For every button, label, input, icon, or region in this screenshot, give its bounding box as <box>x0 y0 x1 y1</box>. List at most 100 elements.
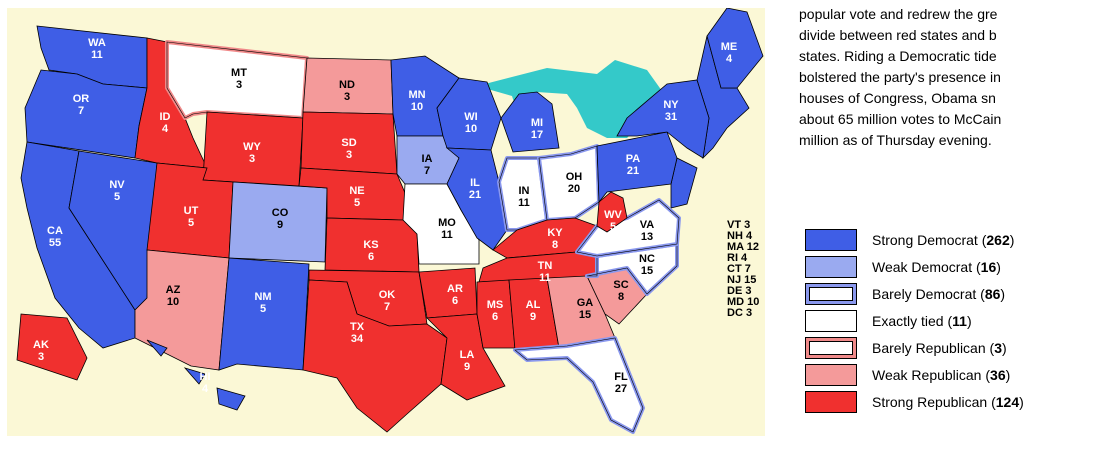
small-state-entry: NJ 15 <box>727 274 757 286</box>
state-abbr-in: IN <box>519 185 530 197</box>
legend-count: 86 <box>984 286 1001 302</box>
state-abbr-al: AL <box>526 299 541 311</box>
state-abbr-il: IL <box>470 177 480 189</box>
legend-swatch <box>805 337 857 359</box>
state-va-outline <box>576 199 680 257</box>
state-abbr-sc: SC <box>613 279 628 291</box>
legend-count: 36 <box>990 367 1006 383</box>
legend-count: 124 <box>995 394 1020 410</box>
state-votes-sc: 8 <box>618 291 624 303</box>
state-abbr-or: OR <box>73 93 90 105</box>
state-votes-in: 11 <box>518 197 530 209</box>
state-abbr-ar: AR <box>447 283 463 295</box>
legend-count: 262 <box>986 232 1010 248</box>
state-wi <box>436 77 502 151</box>
state-votes-ca: 55 <box>49 237 61 249</box>
legend-label: Barely Republican (3) <box>872 340 1007 356</box>
state-votes-wy: 3 <box>249 153 255 165</box>
state-abbr-tn: TN <box>538 260 553 272</box>
great-lakes <box>477 60 667 138</box>
legend-swatch <box>805 229 857 251</box>
legend-swatch <box>805 364 857 386</box>
state-votes-id: 4 <box>162 123 169 135</box>
article-line: popular vote and redrew the gre <box>799 6 998 22</box>
state-abbr-nm: NM <box>254 291 271 303</box>
state-votes-mi: 17 <box>531 129 543 141</box>
state-votes-mo: 11 <box>441 229 453 241</box>
state-votes-mt: 3 <box>236 79 242 91</box>
state-abbr-ak: AK <box>33 339 49 351</box>
state-mi <box>500 91 560 153</box>
state-abbr-ny: NY <box>663 99 679 111</box>
state-abbr-ks: KS <box>363 239 378 251</box>
state-abbr-ut: UT <box>184 205 199 217</box>
legend-row-strong-rep: Strong Republican (124) <box>805 391 1101 418</box>
state-abbr-wy: WY <box>243 141 261 153</box>
small-state-entry: NH 4 <box>727 230 753 242</box>
state-az <box>134 249 230 371</box>
state-abbr-fl: FL <box>614 371 628 383</box>
state-abbr-ne: NE <box>349 185 364 197</box>
state-abbr-ga: GA <box>577 297 594 309</box>
legend-swatch <box>805 310 857 332</box>
state-votes-co: 9 <box>277 219 283 231</box>
small-state-entry: RI 4 <box>727 252 748 264</box>
state-votes-az: 10 <box>167 296 179 308</box>
legend-row-barely-rep: Barely Republican (3) <box>805 337 1101 364</box>
article-line: about 65 million votes to McCain <box>799 111 1002 127</box>
state-votes-ok: 7 <box>384 301 390 313</box>
legend-label: Strong Democrat (262) <box>872 232 1015 248</box>
state-nm <box>218 257 310 371</box>
legend-count: 16 <box>980 259 997 275</box>
legend-label-text: Barely Republican <box>872 340 986 356</box>
state-abbr-ca: CA <box>47 225 63 237</box>
state-abbr-mn: MN <box>408 89 425 101</box>
legend-label: Weak Democrat (16) <box>872 259 1001 275</box>
state-votes-oh: 20 <box>568 183 580 195</box>
state-ms <box>476 279 516 349</box>
legend-label: Weak Republican (36) <box>872 367 1011 383</box>
state-abbr-hi: HI <box>200 371 211 383</box>
state-abbr-nd: ND <box>339 79 355 91</box>
legend-label-text: Exactly tied <box>872 313 944 329</box>
state-votes-nc: 15 <box>641 265 653 277</box>
state-abbr-az: AZ <box>166 284 181 296</box>
legend-label-text: Strong Democrat <box>872 232 978 248</box>
state-abbr-pa: PA <box>626 153 641 165</box>
state-hi <box>146 339 246 411</box>
state-votes-wi: 10 <box>465 123 477 135</box>
state-votes-ne: 5 <box>354 197 360 209</box>
state-votes-nv: 5 <box>114 191 120 203</box>
state-abbr-id: ID <box>160 111 171 123</box>
article-line: houses of Congress, Obama sn <box>799 90 996 106</box>
state-abbr-wv: WV <box>604 209 622 221</box>
small-state-entry: CT 7 <box>727 263 751 275</box>
state-nc-outline <box>586 243 678 295</box>
state-votes-me: 4 <box>726 53 733 65</box>
state-votes-mn: 10 <box>411 101 423 113</box>
legend-label-text: Weak Democrat <box>872 259 973 275</box>
state-abbr-mo: MO <box>438 217 456 229</box>
state-votes-or: 7 <box>78 105 84 117</box>
state-abbr-mi: MI <box>531 117 543 129</box>
state-votes-ky: 8 <box>552 239 558 251</box>
legend-count: 3 <box>994 340 1002 356</box>
legend-label-text: Strong Republican <box>872 394 988 410</box>
state-votes-wv: 5 <box>610 221 616 233</box>
legend-row-weak-rep: Weak Republican (36) <box>805 364 1101 391</box>
state-votes-nd: 3 <box>344 91 350 103</box>
legend-count: 11 <box>952 313 967 329</box>
state-votes-ms: 6 <box>492 311 498 323</box>
state-votes-nm: 5 <box>260 303 266 315</box>
state-ny <box>616 79 710 159</box>
legend-row-weak-dem: Weak Democrat (16) <box>805 256 1101 283</box>
article-line: bolstered the party's presence in <box>799 69 1001 85</box>
state-abbr-ms: MS <box>487 299 504 311</box>
state-votes-ak: 3 <box>38 351 44 363</box>
state-abbr-ia: IA <box>422 153 433 165</box>
state-votes-ks: 6 <box>368 251 374 263</box>
state-votes-ny: 31 <box>665 111 677 123</box>
legend-swatch-inner <box>809 341 853 355</box>
small-state-entry: DC 3 <box>727 307 753 319</box>
